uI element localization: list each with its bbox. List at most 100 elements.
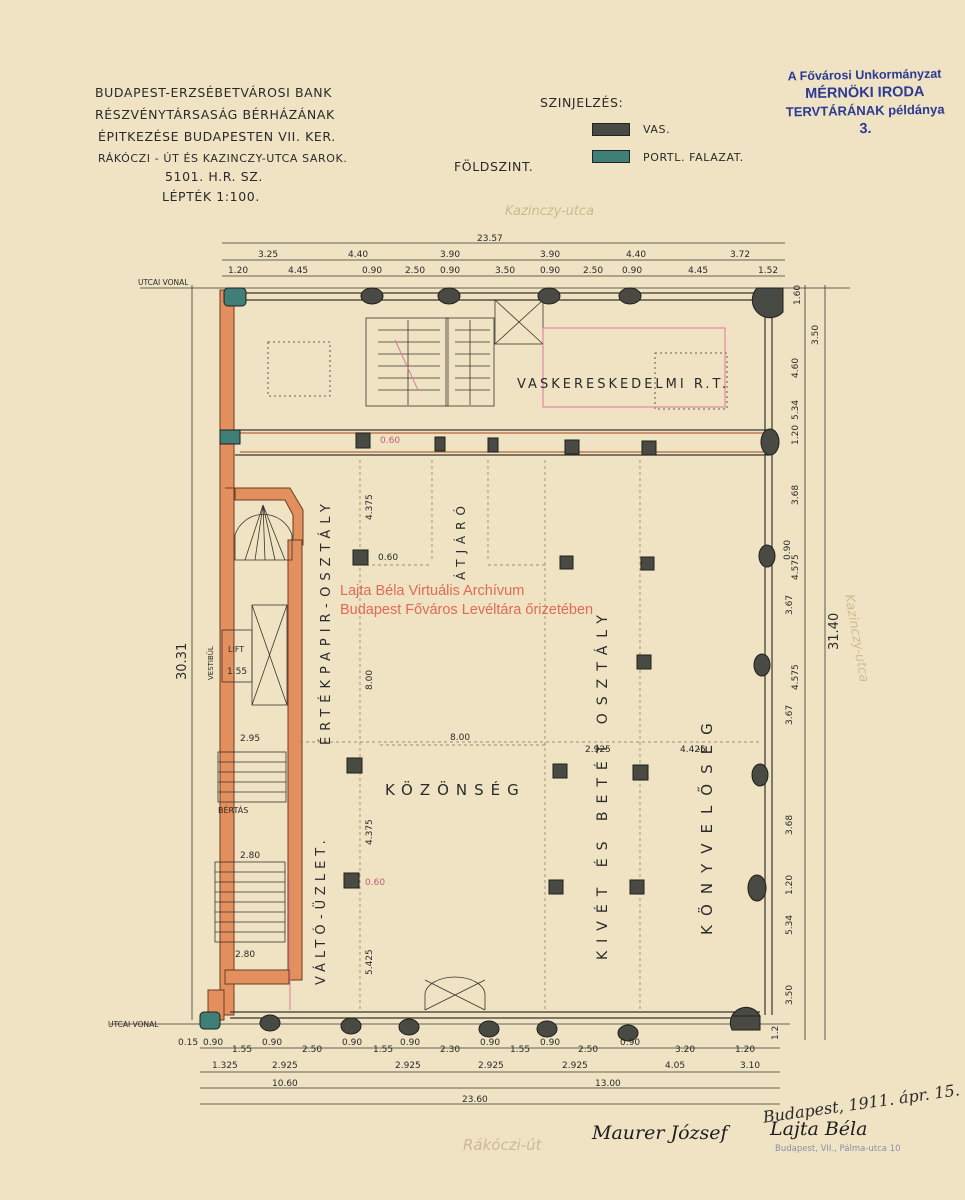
dim-int-13: 1.55: [227, 667, 247, 677]
dim-bot-overall: 23.60: [462, 1095, 488, 1105]
room-labels: VASKERESKEDELMI R.T. ÉRTÉKPAPIR-OSZTÁLY …: [206, 377, 726, 985]
beam-lines: [240, 432, 765, 453]
dim-top-r2-1: 4.45: [288, 266, 308, 276]
dim-bot-r3-1: 13.00: [595, 1079, 621, 1089]
title-line-4: RÁKÓCZI - ÚT ÉS KAZINCZY-UTCA SAROK.: [98, 152, 348, 165]
dim-bot-r2-2: 2.925: [395, 1061, 421, 1071]
street-line-top: UTCAI VONAL: [138, 278, 189, 287]
dim-right-1: 3.50: [811, 325, 821, 345]
dim-int-11: 2.80: [235, 950, 255, 960]
dim-top-overall: 23.57: [477, 234, 503, 244]
street-label-right: Kazinczy-utca: [841, 593, 871, 683]
room-valto-uzlet: VÁLTÓ-ÜZLET.: [312, 835, 329, 985]
dim-bot-r1-11: 0.90: [540, 1038, 560, 1048]
dim-right-3: 5.34: [791, 400, 801, 420]
room-vestibule: VESTIBÜL: [206, 646, 215, 680]
dim-bot-r1-1: 0.90: [203, 1038, 223, 1048]
dim-right-10: 3.67: [785, 705, 795, 725]
dimension-figures: 23.57 3.25 4.40 3.90 3.90 4.40 3.72 1.20…: [175, 234, 842, 1105]
dim-right-11: 3.68: [785, 815, 795, 835]
spiral-staircase: [214, 504, 486, 1011]
dim-int-7: 0.60: [378, 553, 398, 563]
dim-int-2: 4.375: [365, 819, 375, 845]
dim-bot-r1-4: 2.50: [302, 1045, 322, 1055]
dim-top-r2-2: 0.90: [362, 266, 382, 276]
dim-bot-r1-15: 1.20: [735, 1045, 755, 1055]
dim-bot-r2-6: 3.10: [740, 1061, 760, 1071]
dim-int-6: 4.425: [680, 745, 706, 755]
dim-right-5: 3.68: [791, 485, 801, 505]
dim-right-2: 4.60: [791, 358, 801, 378]
dim-int-12: 2.95: [240, 734, 260, 744]
dim-right-15: 1.2: [771, 1026, 781, 1040]
dim-right-13: 5.34: [785, 915, 795, 935]
dim-bot-r1-3: 0.90: [262, 1038, 282, 1048]
street-line-bottom: UTCAI VONAL: [108, 1020, 159, 1029]
red-pencil-marks: [289, 327, 726, 1010]
dim-bot-r2-4: 2.925: [562, 1061, 588, 1071]
dim-bot-r2-0: 1.325: [212, 1061, 238, 1071]
dim-top-r2-5: 3.50: [495, 266, 515, 276]
dim-top-r2-4: 0.90: [440, 266, 460, 276]
dim-bot-r1-8: 2.30: [440, 1045, 460, 1055]
title-line-3: ÉPITKEZÉSE BUDAPESTEN VII. KER.: [98, 129, 336, 144]
dim-right-6: 0.90: [783, 540, 793, 560]
dim-top-r2-6: 0.90: [540, 266, 560, 276]
title-line-1: BUDAPEST-ERZSÉBETVÁROSI BANK: [95, 85, 333, 100]
signature-1: Maurer József: [592, 1122, 728, 1144]
dim-top-r1-2: 3.90: [440, 250, 460, 260]
dim-int-3: 4.375: [365, 494, 375, 520]
dim-right-4: 1.20: [791, 425, 801, 445]
top-staircases: [267, 299, 728, 410]
signature-2: Lajta Béla: [770, 1118, 868, 1140]
room-lift: LIFT: [228, 645, 244, 654]
title-line-2: RÉSZVÉNYTÁRSASÁG BÉRHÁZÁNAK: [95, 107, 335, 122]
structural-walls: [225, 292, 780, 1019]
watermark-line-1: Lajta Béla Virtuális Archívum: [340, 583, 525, 599]
dim-int-10: 2.80: [240, 851, 260, 861]
dim-int-8: 0.60: [380, 436, 400, 446]
dim-bot-r1-5: 0.90: [342, 1038, 362, 1048]
pencil-grid: [300, 460, 760, 1010]
iron-columns: [199, 287, 784, 1042]
room-konyvelo: KÖNYVELŐSÉG: [696, 713, 716, 935]
legend-heading: SZINJELZÉS:: [540, 95, 624, 110]
dim-right-14: 3.50: [785, 985, 795, 1005]
dim-right-7: 4.575: [791, 554, 801, 580]
legend-swatch-portland: [592, 150, 630, 163]
dim-int-0: 8.00: [365, 670, 375, 690]
dim-top-r2-10: 1.52: [758, 266, 778, 276]
title-line-6: LÉPTÉK 1:100.: [162, 189, 260, 204]
floor-label: FÖLDSZINT.: [454, 159, 534, 174]
dim-right-overall: 31.40: [827, 613, 842, 650]
dim-top-r1-5: 3.72: [730, 250, 750, 260]
dim-left-overall: 30.31: [175, 643, 190, 680]
street-label-bottom: Rákóczi-út: [463, 1136, 543, 1154]
dim-right-0: 1.60: [793, 285, 803, 305]
dim-top-r1-0: 3.25: [258, 250, 278, 260]
dim-bot-r1-2: 1.55: [232, 1045, 252, 1055]
dim-top-r1-4: 4.40: [626, 250, 646, 260]
portland-walls: [207, 289, 304, 1021]
room-kozonseg: KÖZÖNSÉG: [385, 780, 526, 799]
dim-top-r1-1: 4.40: [348, 250, 368, 260]
dim-right-12: 1.20: [785, 875, 795, 895]
room-bertas: BÉRTÁS: [218, 804, 248, 815]
dim-bot-r2-3: 2.925: [478, 1061, 504, 1071]
dim-top-r2-0: 1.20: [228, 266, 248, 276]
dim-bot-r2-1: 2.925: [272, 1061, 298, 1071]
dim-int-9: 0.60: [365, 878, 385, 888]
dim-int-1: 8.00: [450, 733, 470, 743]
street-label-top: Kazinczy-utca: [505, 204, 594, 219]
dim-bot-r1-10: 1.55: [510, 1045, 530, 1055]
dim-bot-r1-13: 0.90: [620, 1038, 640, 1048]
dim-bot-r2-5: 4.05: [665, 1061, 685, 1071]
watermark-line-2: Budapest Főváros Levéltára őrizetében: [340, 602, 594, 618]
dim-bot-r1-12: 2.50: [578, 1045, 598, 1055]
legend-label-iron: VAS.: [643, 123, 671, 136]
dim-top-r1-3: 3.90: [540, 250, 560, 260]
address-stamp: Budapest, VII., Pálma-utca 10: [775, 1144, 901, 1154]
room-atjaro: ÁTJÁRÓ: [453, 500, 468, 580]
